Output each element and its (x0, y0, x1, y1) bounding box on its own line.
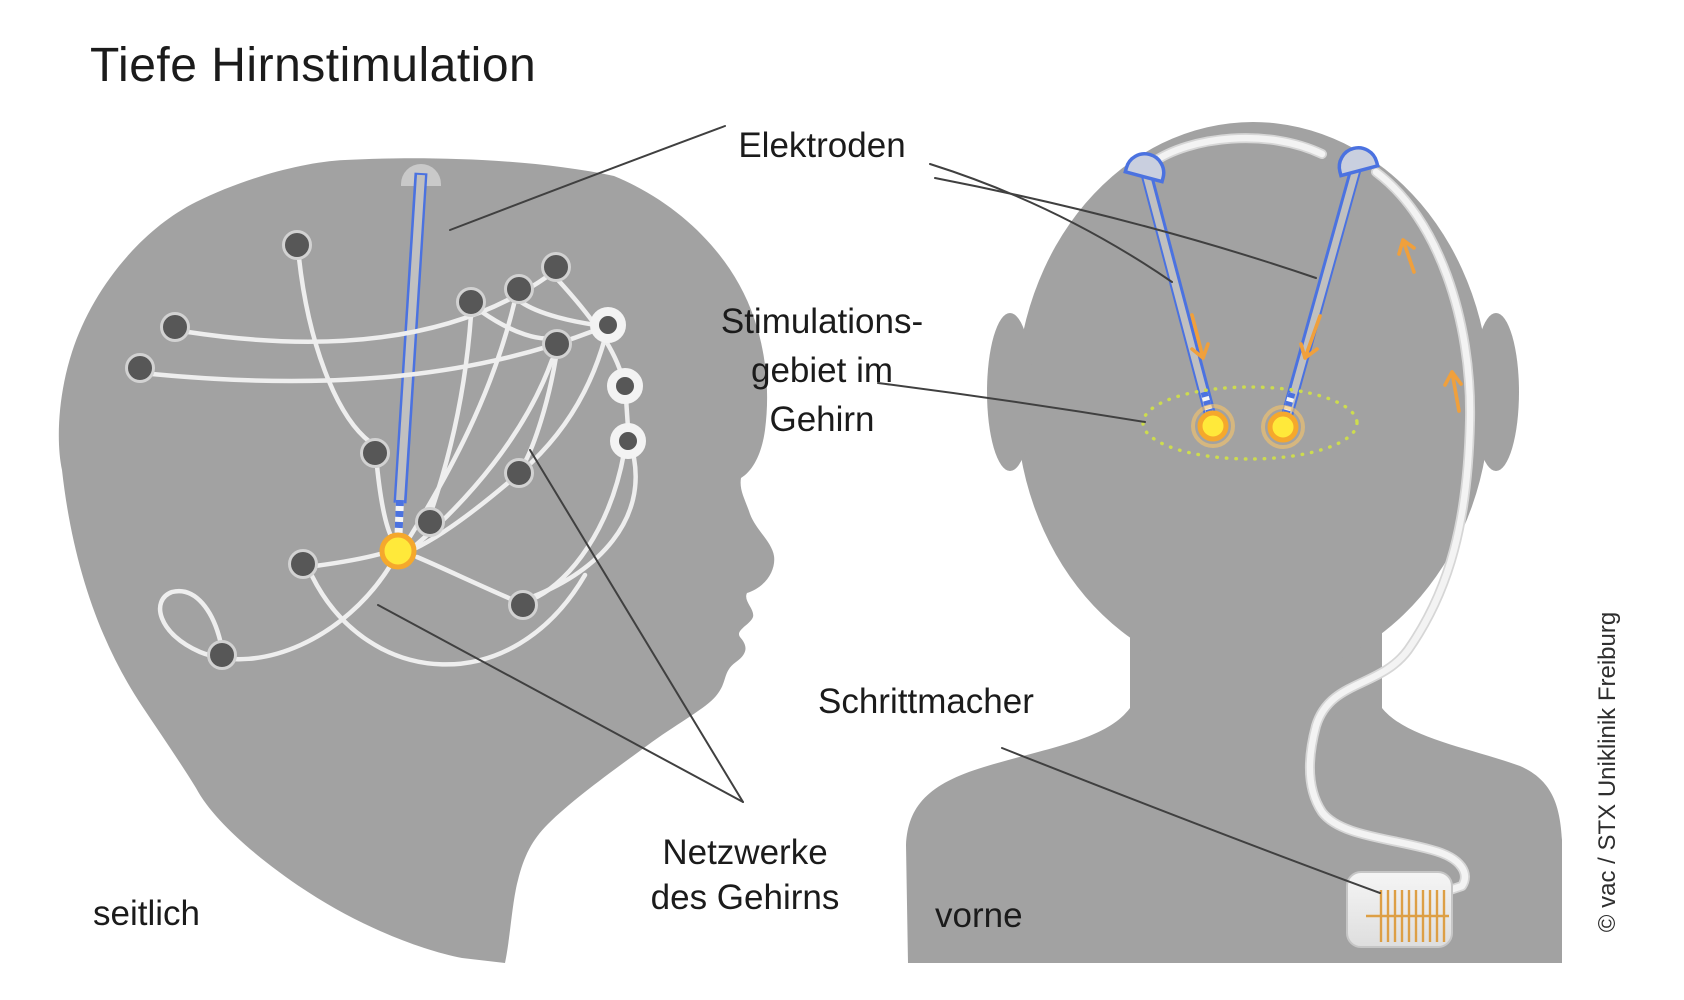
network-node (207, 640, 237, 670)
label-schrittmacher: Schrittmacher (818, 682, 1034, 721)
label-stimulationsgebiet: Stimulations- gebiet im Gehirn (720, 302, 924, 439)
stimulation-halo (1261, 405, 1305, 449)
leader-stimulationsgebiet (877, 382, 1146, 423)
leader-lines (377, 125, 1381, 894)
leader-netzwerke-1 (529, 449, 744, 803)
leader-elektroden-left (449, 125, 726, 231)
brain-network-lines (149, 255, 638, 667)
copyright-credit: © vac / STX Uniklinik Freiburg (1594, 611, 1621, 933)
side-view-head-silhouette (58, 158, 775, 964)
network-node (607, 368, 643, 404)
network-node (160, 312, 190, 342)
extension-cable (1147, 133, 1476, 895)
electrode-cap-right (1337, 146, 1380, 178)
stimulation-target (1267, 411, 1299, 443)
current-arrows (1190, 238, 1463, 413)
network-node (590, 307, 626, 343)
network-node (504, 458, 534, 488)
stimulation-area-ellipse (1141, 385, 1359, 461)
leader-elektroden-right1 (929, 163, 1173, 283)
side-view-electrode (393, 172, 428, 504)
front-view-silhouette (906, 122, 1562, 963)
label-vorne: vorne (935, 896, 1023, 935)
leader-schrittmacher (1001, 747, 1381, 894)
stimulation-target (379, 532, 417, 570)
network-node (125, 353, 155, 383)
leader-netzwerke-2 (377, 604, 744, 803)
label-seitlich: seitlich (93, 894, 200, 933)
label-netzwerke: Netzwerke des Gehirns (650, 833, 840, 917)
network-node (415, 507, 445, 537)
network-nodes (125, 230, 646, 670)
left-ear (987, 313, 1033, 471)
network-node (504, 274, 534, 304)
diagram-title: Tiefe Hirnstimulation (90, 39, 537, 92)
pacemaker-device (1346, 871, 1453, 948)
label-elektroden: Elektroden (738, 126, 906, 165)
network-node (541, 252, 571, 282)
network-node (508, 590, 538, 620)
stimulation-targets (379, 404, 1305, 570)
network-node (456, 287, 486, 317)
right-ear (1473, 313, 1519, 471)
network-node (610, 423, 646, 459)
network-node (288, 549, 318, 579)
network-node (360, 438, 390, 468)
network-node (282, 230, 312, 260)
pacemaker-comb (1366, 890, 1449, 942)
stimulation-target (1197, 410, 1229, 442)
leader-elektroden-right2 (934, 177, 1317, 279)
stimulation-halo (1191, 404, 1235, 448)
electrode-cap-left (1123, 152, 1166, 184)
network-node (542, 329, 572, 359)
